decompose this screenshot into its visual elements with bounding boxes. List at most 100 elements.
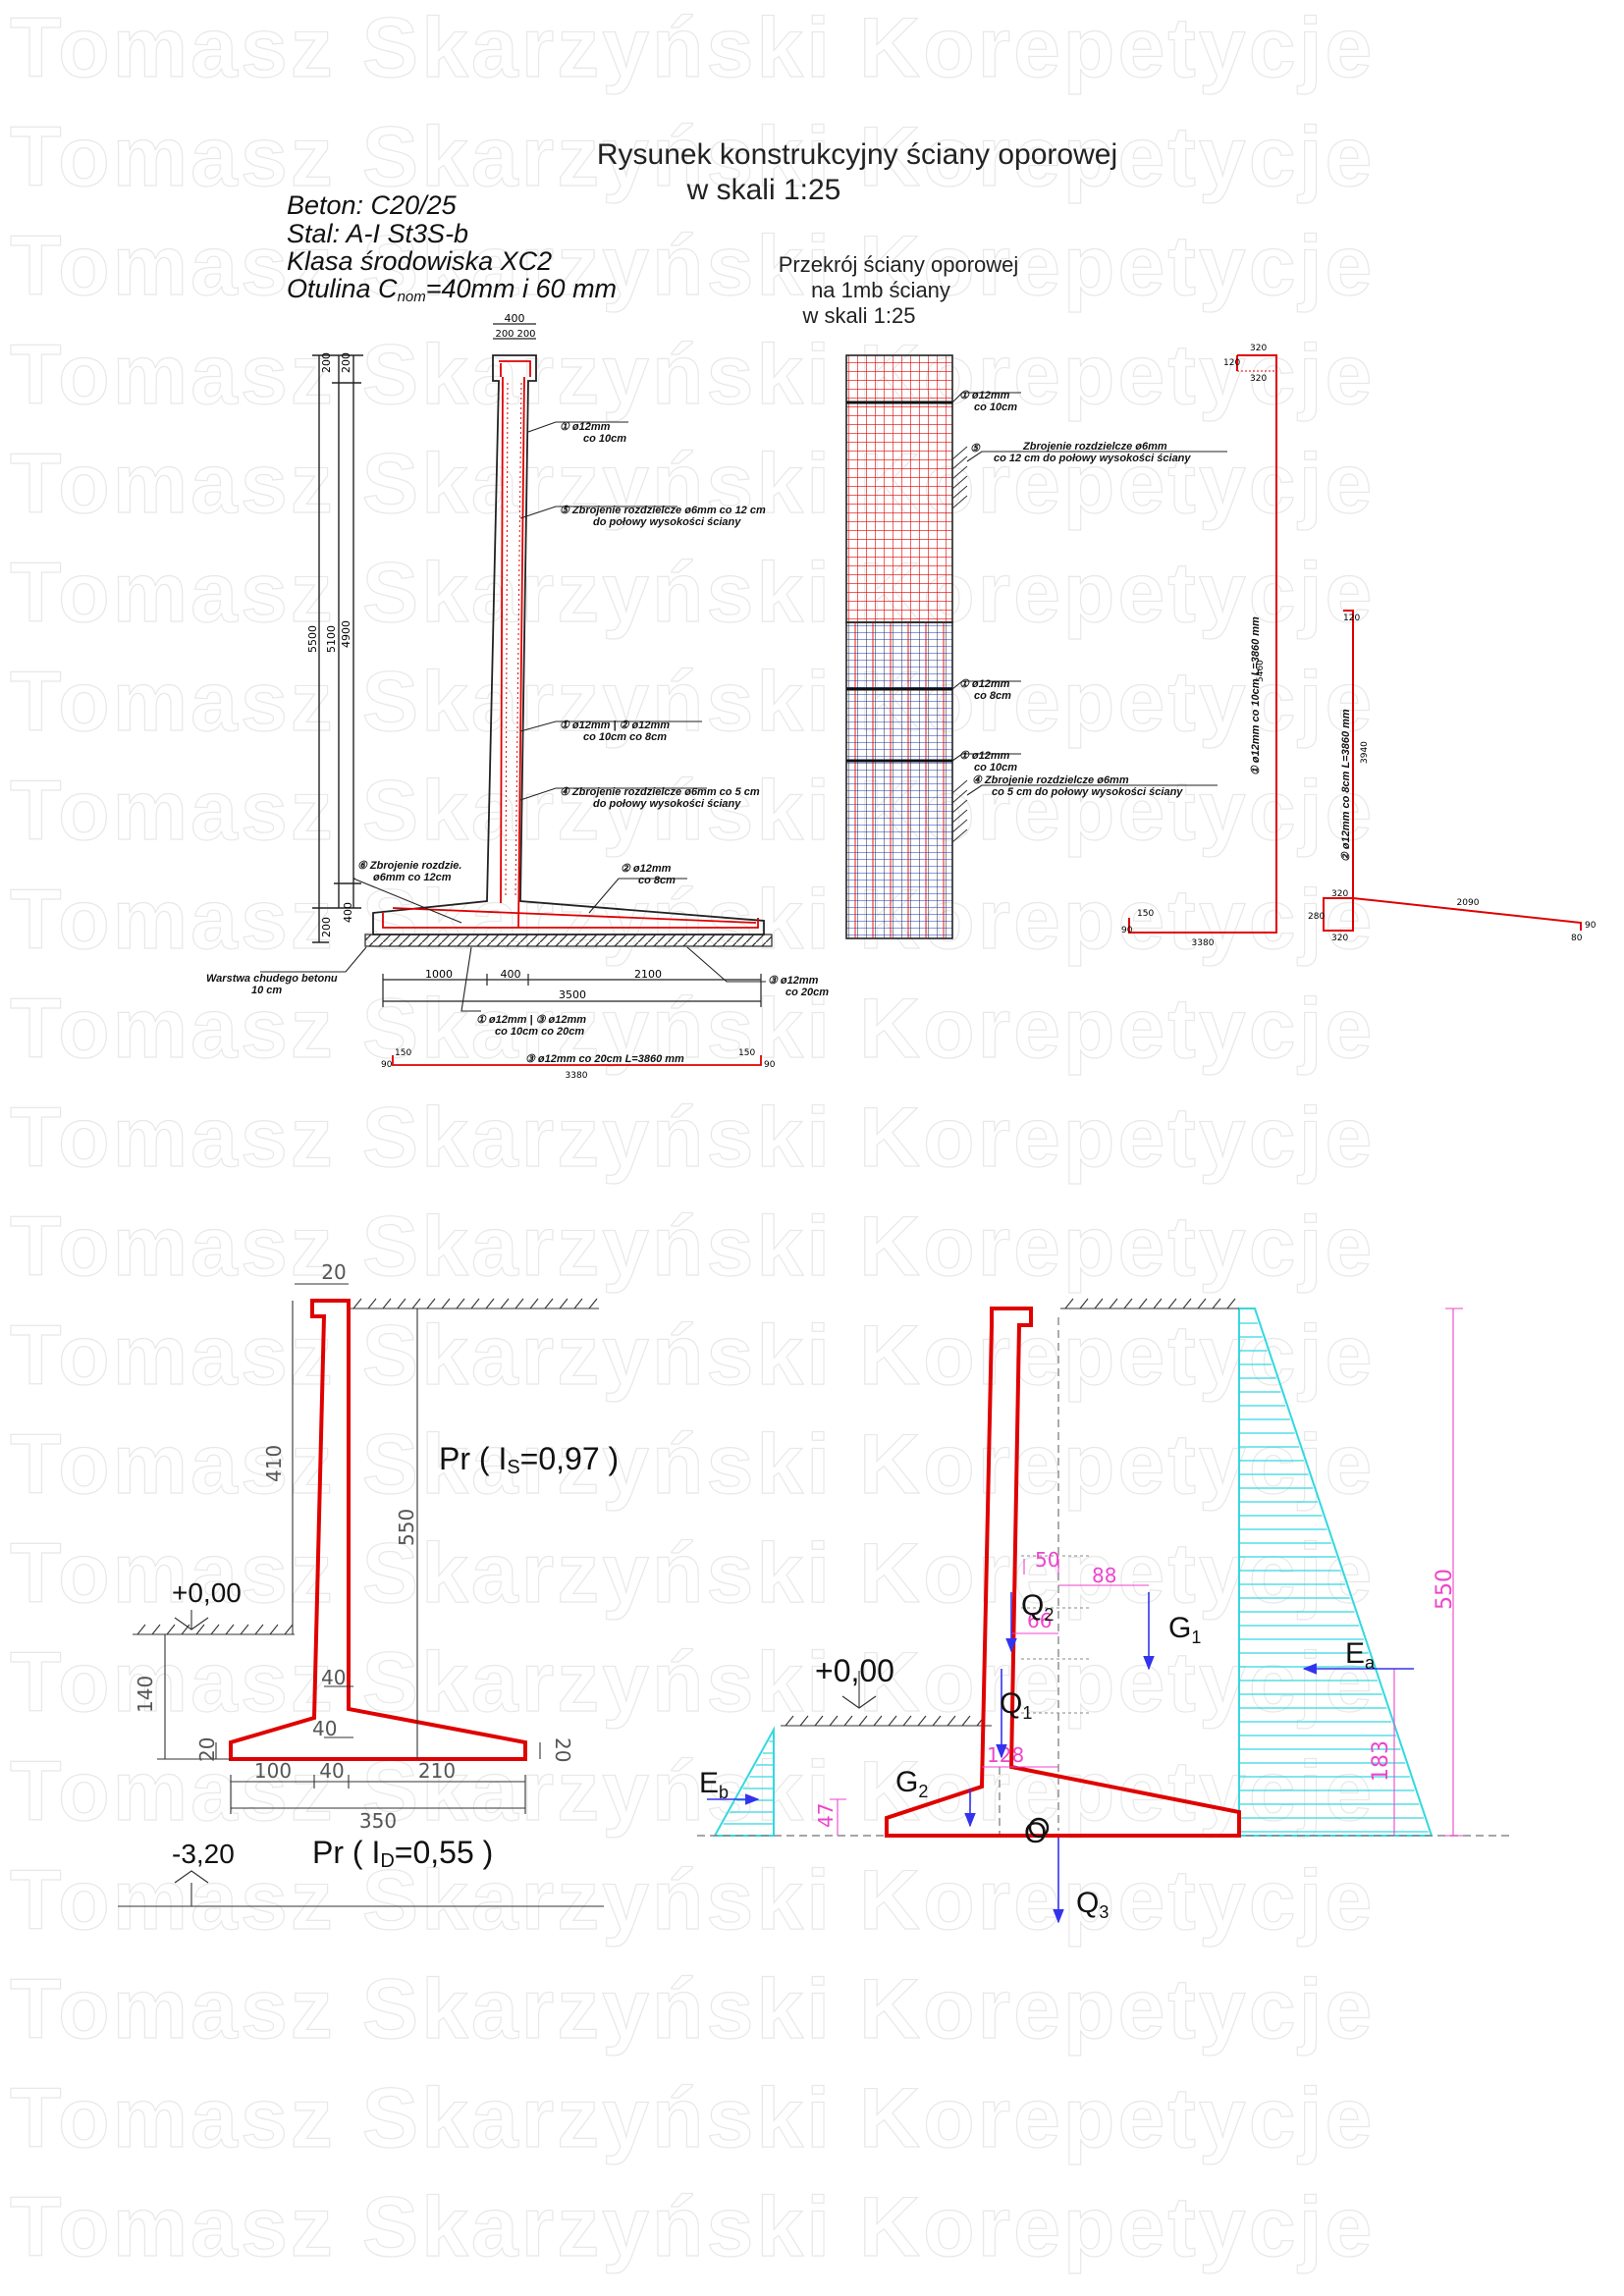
elevation-dim-lines: [312, 354, 363, 943]
label-lean-concrete-thickness: 10 cm: [251, 985, 282, 996]
section-label-2: Zbrojenie rozdzielcze ø6mm: [1022, 441, 1167, 453]
dim-183: 183: [1369, 1740, 1393, 1782]
label-dist-4: ④ Zbrojenie rozdzielcze ø6mm co 5 cm: [560, 786, 760, 798]
label-rebar-1-spacing: co 10cm: [583, 433, 626, 445]
forces-drawing: 50 88 66 128 47 183 550 O Q2 Q1 Q3: [697, 1298, 1512, 1924]
bar3-shape: [392, 1055, 762, 1066]
bar3-label: ③ ø12mm co 20cm L=3860 mm: [525, 1053, 684, 1065]
passive-earth-pressure: [713, 1726, 775, 1837]
soil-label-bottom: Pr ( ID=0,55 ): [312, 1835, 493, 1872]
label-Eb: Eb: [699, 1767, 729, 1802]
label-rebar-2: ② ø12mm: [621, 863, 672, 875]
bar2-top: 120: [1343, 614, 1360, 623]
Q1-letter: Q: [1000, 1687, 1022, 1720]
bar3-l2: 90: [381, 1060, 393, 1070]
bar1-bend2: 90: [1121, 926, 1133, 935]
soil-top-sub: S: [507, 1457, 519, 1478]
section-label-1: ① ø12mm: [959, 390, 1010, 401]
elevation-bottom-dims: [382, 974, 762, 1007]
section-label-3: ① ø12mm: [959, 678, 1010, 690]
label-G2: G2: [895, 1766, 928, 1801]
label-Q2: Q2: [1021, 1589, 1054, 1625]
force-arrows: [707, 1592, 1414, 1924]
label-rebar-1-2: ① ø12mm | ② ø12mm: [560, 720, 670, 731]
Eb-letter: E: [699, 1767, 719, 1799]
active-pressure-hatch: [1239, 1322, 1429, 1833]
Q2-letter: Q: [1021, 1589, 1044, 1622]
label-rebar-1: ① ø12mm: [560, 421, 611, 433]
section-leaders: [951, 392, 1227, 796]
dim-88: 88: [1092, 1564, 1116, 1587]
soil-top-prefix: Pr ( I: [439, 1441, 507, 1476]
Q3-letter: Q: [1076, 1887, 1099, 1919]
dim-h-mid: 4900: [340, 620, 352, 648]
label-dist-6-spacing: ø6mm co 12cm: [373, 872, 452, 883]
bar2-b1: 320: [1331, 889, 1348, 899]
dim-h-bot: 200: [320, 917, 333, 937]
dim-top-width: [493, 323, 536, 340]
dim-base-100: 100: [254, 1759, 292, 1783]
label-rebar-1-2-spacing: co 10cm co 8cm: [583, 731, 667, 743]
label-lean-concrete: Warstwa chudego betonu: [206, 973, 338, 985]
force-labels: Q2 Q1 Q3 G1 G2 Ea Eb: [699, 1589, 1376, 1922]
bar-shapes: 320 120 320 5460 ① ø12mm co 10cm L=3860 …: [1121, 344, 1597, 948]
section-labels: ① ø12mm co 10cm ⑤ Zbrojenie rozdzielcze …: [959, 390, 1191, 798]
Q2-sub: 2: [1044, 1605, 1054, 1625]
bar1-top1: 320: [1250, 344, 1267, 353]
cover-value: =40mm i 60 mm: [426, 274, 617, 303]
dim-128: 128: [987, 1743, 1024, 1767]
section-title-2: na 1mb ściany: [811, 278, 950, 302]
section-title-3: w skali 1:25: [802, 303, 916, 328]
active-earth-pressure: [1238, 1308, 1434, 1837]
reference-dotted-lines: [994, 1555, 1090, 1768]
soil-label-top: Pr ( IS=0,97 ): [439, 1441, 619, 1478]
section-label-3-spacing: co 8cm: [974, 690, 1011, 702]
dim-base-210: 210: [418, 1759, 456, 1783]
elevation-rebar: [382, 360, 759, 929]
bar3-len: 3380: [566, 1071, 588, 1081]
dim-top-width-20: 20: [321, 1260, 346, 1284]
dim-stem-w-40b: 40: [312, 1717, 337, 1740]
dim-47: 47: [814, 1803, 838, 1828]
G2-letter: G: [895, 1766, 918, 1798]
label-Q1: Q1: [1000, 1687, 1032, 1723]
section-label-5: ④ Zbrojenie rozdzielcze ø6mm: [972, 774, 1129, 786]
wall-section-outline: [229, 1299, 527, 1761]
wall-section-outline-forces: [885, 1307, 1241, 1838]
dim-height-410: 410: [262, 1445, 286, 1482]
rotation-point-O: [1028, 1817, 1050, 1839]
section-main-bars: [846, 400, 952, 763]
label-dist-6: ⑥ Zbrojenie rozdzie.: [357, 860, 461, 872]
bar3-l: 150: [395, 1048, 411, 1058]
bar2-b2: 280: [1308, 912, 1325, 922]
label-rebar-3-spacing: co 20cm: [785, 987, 829, 998]
dim-left-lines: [118, 1283, 604, 1907]
label-O: O: [1024, 1817, 1047, 1849]
dim-base-total: 3500: [559, 988, 586, 1001]
Ea-letter: E: [1345, 1637, 1365, 1670]
material-steel: Stal: A-I St3S-b: [287, 219, 468, 248]
level-zero-right: +0,00: [815, 1653, 894, 1688]
dim-height-20-left: 20: [195, 1737, 219, 1762]
section-hatch-ticks: [951, 446, 968, 843]
dim-heel: 2100: [634, 968, 662, 981]
material-concrete: Beton: C20/25: [287, 190, 458, 220]
bar2-b3: 320: [1331, 934, 1348, 943]
level-zero-left: +0,00: [172, 1577, 242, 1608]
page-title: Rysunek konstrukcyjny ściany oporowej: [597, 138, 1117, 171]
bar3-r: 150: [738, 1048, 755, 1058]
label-G1: G1: [1168, 1612, 1201, 1647]
dim-top-w1: 200: [495, 329, 514, 340]
bar1-top2: 120: [1223, 358, 1240, 368]
level-minus-320: -3,20: [172, 1839, 235, 1869]
section-label-4: ① ø12mm: [959, 750, 1010, 762]
label-rebar-1-3: ① ø12mm | ③ ø12mm: [476, 1014, 586, 1026]
label-dist-5-note: do połowy wysokości ściany: [593, 516, 741, 528]
section-label-4-spacing: co 10cm: [974, 762, 1017, 774]
G1-sub: 1: [1191, 1628, 1201, 1647]
material-cover: Otulina Cnom=40mm i 60 mm: [287, 274, 617, 305]
elevation-labels: ① ø12mm co 10cm ⑤ Zbrojenie rozdzielcze …: [206, 421, 829, 1038]
header: Rysunek konstrukcyjny ściany oporowej w …: [597, 138, 1117, 206]
bar2-shape: [1323, 610, 1582, 932]
